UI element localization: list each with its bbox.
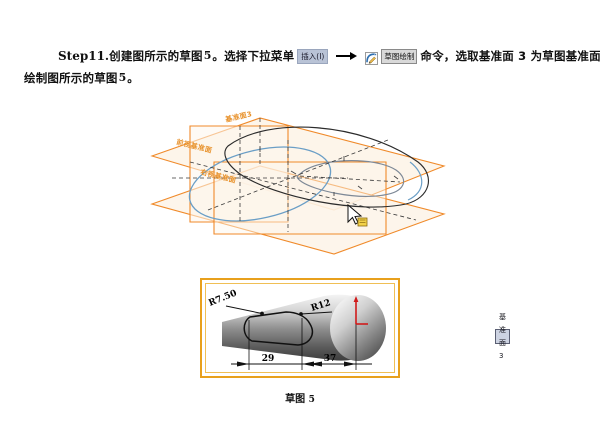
instruction-sketch-number-1: 5 [203, 49, 212, 62]
sketch-pencil-icon [365, 50, 379, 65]
part-nose-dome [330, 295, 386, 361]
instruction-text-part-3: 命令，选取基准面 3 为草图基准面， [420, 49, 600, 63]
cad-3d-scene: 基准面3 前视基准面 右视基准面 [150, 109, 446, 255]
sketch-command-label: 草图绘制 [381, 48, 418, 64]
origin-axis-icon [353, 296, 368, 325]
sketch-command-group[interactable]: 草图绘制 [365, 48, 418, 65]
cad-3d-viewport[interactable]: 基准面3 前视基准面 右视基准面 基准面3 [148, 100, 510, 360]
radius-leader-right [300, 311, 333, 315]
instruction-text-part-1: 创建图所示的草图 [109, 49, 203, 63]
plane-tooltip: 基准面3 [495, 313, 510, 360]
menu-insert-button[interactable]: 插入(I) [297, 48, 329, 64]
arrow-pointer-select-icon [347, 203, 368, 227]
dimension-37[interactable]: 37 [324, 354, 337, 364]
curve-tick-marks [259, 147, 399, 196]
radius-leader-left [225, 305, 263, 314]
dimension-line-37 [302, 361, 372, 367]
step-identifier: Step11. [58, 49, 110, 63]
sketch-curve-inner-slot[interactable] [296, 160, 405, 197]
sketch-5-drawing: R7.50 R12 29 37 [207, 288, 386, 370]
instruction-line-1: Step11. 创建图所示的草图 5 。选择下拉菜单 插入(I) 草图绘制 命令… [24, 46, 600, 66]
sketch-slot-profile[interactable] [243, 311, 314, 346]
arrow-right-icon [336, 52, 358, 60]
sketch-figure-inner: R7.50 R12 29 37 [205, 283, 395, 373]
sketch-curve-outer-profile[interactable] [224, 126, 429, 208]
sketch-curve-base-ellipse[interactable] [182, 135, 338, 234]
sketch-figure-frame: R7.50 R12 29 37 [200, 278, 400, 378]
dimension-29[interactable]: 29 [262, 354, 275, 364]
instruction-sketch-number-2: 5 [118, 71, 127, 84]
figure-caption: 草图 5 [0, 390, 600, 405]
instruction-line-2: 绘制图所示的草图 5 。 [24, 68, 576, 88]
sketch-curve-right-arc[interactable] [407, 161, 423, 201]
instruction-line-2-end: 。 [127, 71, 139, 85]
instruction-line-2-text: 绘制图所示的草图 [24, 71, 118, 85]
instruction-paragraph: Step11. 创建图所示的草图 5 。选择下拉菜单 插入(I) 草图绘制 命令… [24, 46, 600, 88]
dimension-r750[interactable]: R7.50 [207, 288, 238, 308]
construction-lines [172, 118, 417, 232]
figure-caption-number: 5 [308, 395, 315, 405]
figure-caption-label: 草图 [285, 394, 306, 405]
instruction-text-part-2: 。选择下拉菜单 [212, 49, 295, 63]
